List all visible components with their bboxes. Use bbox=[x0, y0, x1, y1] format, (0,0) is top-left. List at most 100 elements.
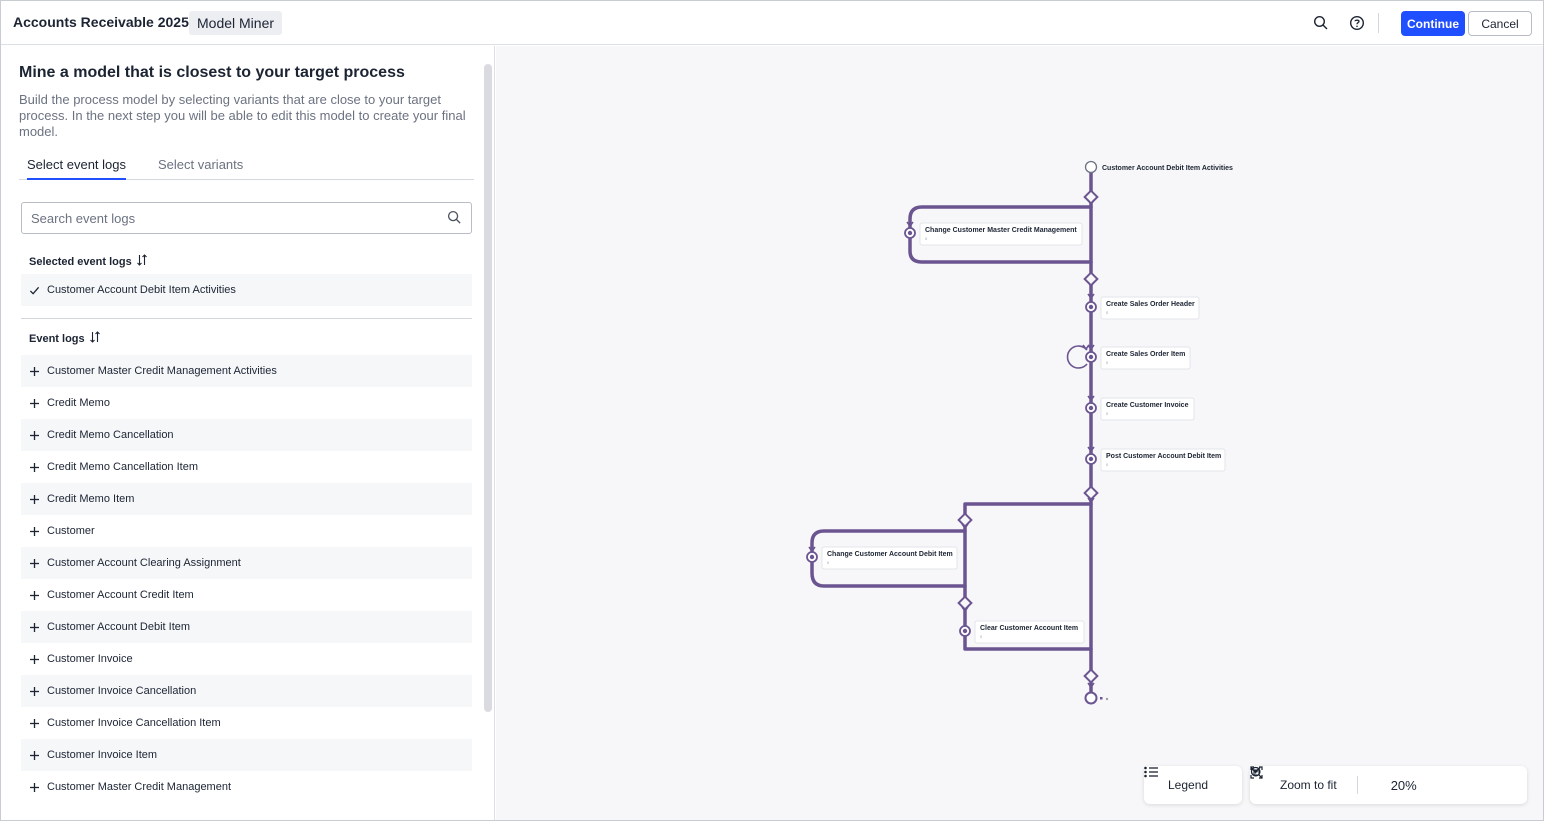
plus-icon bbox=[21, 398, 47, 409]
event-log-label: Customer Invoice bbox=[47, 653, 133, 665]
activity-count: 0 bbox=[1106, 462, 1109, 467]
event-log-panel: Mine a model that is closest to your tar… bbox=[1, 46, 495, 820]
panel-description: Build the process model by selecting var… bbox=[19, 92, 466, 139]
selected-event-logs-header: Selected event logs bbox=[29, 254, 148, 269]
selected-event-log-row[interactable]: Customer Account Debit Item Activities bbox=[21, 274, 472, 306]
event-log-row[interactable]: Credit Memo bbox=[21, 387, 472, 419]
zoom-to-fit-button[interactable]: Zoom to fit bbox=[1280, 778, 1337, 792]
event-log-row[interactable]: Customer Account Credit Item bbox=[21, 579, 472, 611]
plus-icon bbox=[21, 462, 47, 473]
selected-event-log-label: Customer Account Debit Item Activities bbox=[47, 284, 236, 296]
tab-select-event-logs[interactable]: Select event logs bbox=[27, 157, 127, 180]
continue-button[interactable]: Continue bbox=[1401, 11, 1465, 36]
event-log-row[interactable]: Customer Account Debit Item bbox=[21, 611, 472, 643]
event-log-row[interactable]: Credit Memo Item bbox=[21, 483, 472, 515]
event-log-label: Credit Memo Cancellation bbox=[47, 429, 174, 441]
event-log-row[interactable]: Customer Invoice Cancellation Item bbox=[21, 707, 472, 739]
plus-icon bbox=[21, 526, 47, 537]
activity-node-label[interactable]: Post Customer Account Debit Item bbox=[1106, 453, 1221, 460]
search-icon[interactable] bbox=[1309, 11, 1333, 35]
sort-icon[interactable] bbox=[136, 254, 148, 269]
activity-node-label[interactable]: Create Sales Order Item bbox=[1106, 351, 1185, 358]
gateway-node[interactable] bbox=[957, 512, 973, 528]
app-module-chip[interactable]: Model Miner bbox=[189, 11, 283, 35]
activity-node-dot[interactable] bbox=[962, 628, 968, 634]
activity-node-dot[interactable] bbox=[907, 230, 913, 236]
event-log-label: Customer Account Credit Item bbox=[47, 589, 194, 601]
activity-node-dot[interactable] bbox=[1088, 304, 1094, 310]
plus-icon bbox=[21, 366, 47, 377]
selected-header-label: Selected event logs bbox=[29, 255, 132, 268]
activity-node-card[interactable] bbox=[1100, 346, 1191, 370]
activity-node-card[interactable] bbox=[974, 620, 1085, 644]
activity-count: 0 bbox=[1106, 310, 1109, 315]
event-log-row[interactable]: Customer Invoice bbox=[21, 643, 472, 675]
event-log-row[interactable]: Customer Master Credit Management bbox=[21, 771, 472, 803]
activity-node-dot[interactable] bbox=[1088, 354, 1094, 360]
plus-icon bbox=[21, 494, 47, 505]
plus-icon bbox=[21, 782, 47, 793]
arrow-head bbox=[1087, 497, 1095, 504]
event-log-row[interactable]: Customer Account Clearing Assignment bbox=[21, 547, 472, 579]
start-event-node[interactable] bbox=[1084, 160, 1098, 174]
gateway-node[interactable] bbox=[1083, 189, 1099, 205]
help-circle-icon[interactable] bbox=[1345, 11, 1369, 35]
gateway-node[interactable] bbox=[1083, 668, 1099, 684]
search-input[interactable] bbox=[22, 203, 442, 233]
activity-node-card[interactable] bbox=[1100, 296, 1200, 320]
activity-node-label[interactable]: Change Customer Master Credit Management bbox=[925, 227, 1077, 234]
event-log-label: Customer Account Clearing Assignment bbox=[47, 557, 241, 569]
tab-bar: Select event logs Select variants bbox=[19, 154, 474, 180]
event-log-row[interactable]: Customer Invoice Item bbox=[21, 739, 472, 771]
event-log-label: Customer Invoice Item bbox=[47, 749, 158, 761]
event-logs-header-label: Event logs bbox=[29, 332, 85, 345]
event-log-row[interactable]: Credit Memo Cancellation Item bbox=[21, 451, 472, 483]
gateway-node[interactable] bbox=[1083, 271, 1099, 287]
arrow-head bbox=[1087, 682, 1095, 689]
scrollbar[interactable] bbox=[484, 64, 492, 712]
event-log-row[interactable]: Customer Master Credit Management Activi… bbox=[21, 355, 472, 387]
tab-select-variants[interactable]: Select variants bbox=[158, 157, 244, 172]
event-log-label: Customer bbox=[47, 525, 95, 537]
activity-node-card[interactable] bbox=[1100, 397, 1195, 421]
arrow-head bbox=[1087, 446, 1095, 453]
activity-node-dot[interactable] bbox=[1088, 405, 1094, 411]
plus-icon bbox=[21, 750, 47, 761]
activity-node-card[interactable] bbox=[919, 222, 1083, 246]
cancel-button[interactable]: Cancel bbox=[1468, 11, 1532, 36]
event-log-label: Credit Memo Cancellation Item bbox=[47, 461, 199, 473]
app-title: Accounts Receivable 2025 bbox=[13, 14, 189, 30]
activity-node-card[interactable] bbox=[1100, 448, 1226, 472]
arrow-head bbox=[808, 546, 816, 553]
gateway-node[interactable] bbox=[1083, 485, 1099, 501]
gateway-node[interactable] bbox=[957, 595, 973, 611]
legend-control[interactable]: Legend bbox=[1144, 766, 1242, 804]
event-log-label: Customer Invoice Cancellation Item bbox=[47, 717, 221, 729]
activity-node-card[interactable] bbox=[821, 546, 958, 570]
activity-node-label[interactable]: Create Sales Order Header bbox=[1106, 301, 1195, 308]
search-box bbox=[21, 202, 472, 234]
self-loop-edge bbox=[1066, 345, 1088, 369]
activity-node-label[interactable]: Create Customer Invoice bbox=[1106, 402, 1189, 409]
activity-node-label[interactable]: Change Customer Account Debit Item bbox=[827, 551, 953, 558]
end-event-node[interactable] bbox=[1084, 691, 1098, 705]
arrow-head bbox=[1087, 395, 1095, 402]
event-log-row[interactable]: Credit Memo Cancellation bbox=[21, 419, 472, 451]
event-log-row[interactable]: Customer Invoice Cancellation bbox=[21, 675, 472, 707]
activity-node-label[interactable]: Clear Customer Account Item bbox=[980, 625, 1078, 632]
event-log-label: Customer Master Credit Management bbox=[47, 781, 232, 793]
sort-icon[interactable] bbox=[89, 331, 101, 346]
end-marker bbox=[1100, 697, 1103, 700]
legend-button[interactable]: Legend bbox=[1168, 778, 1209, 792]
event-log-row[interactable]: Customer bbox=[21, 515, 472, 547]
activity-node-dot[interactable] bbox=[809, 554, 815, 560]
zoom-level-select[interactable]: 20% bbox=[1390, 777, 1417, 793]
end-marker bbox=[1105, 697, 1109, 701]
plus-icon bbox=[21, 558, 47, 569]
section-divider bbox=[21, 318, 472, 319]
panel-title: Mine a model that is closest to your tar… bbox=[19, 64, 405, 81]
plus-icon bbox=[21, 686, 47, 697]
arrow-head bbox=[1087, 293, 1095, 300]
activity-node-dot[interactable] bbox=[1088, 456, 1094, 462]
